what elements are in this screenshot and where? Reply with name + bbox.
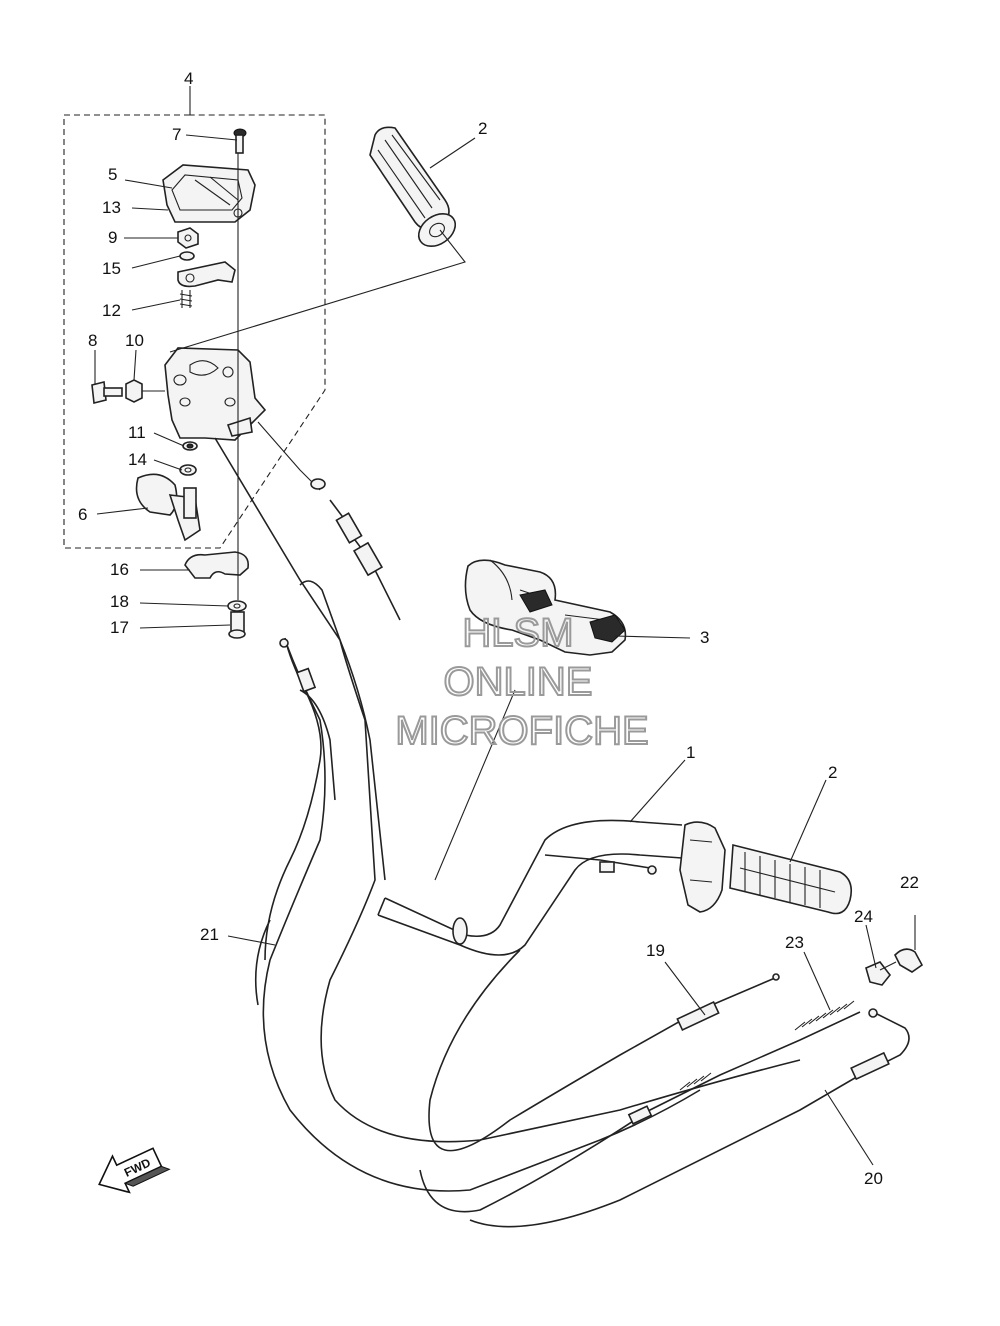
grip-left: [369, 126, 457, 248]
callout-24: 24: [854, 907, 873, 926]
cable-20: [469, 1008, 910, 1228]
callout-16: 16: [110, 560, 129, 579]
watermark-line-3: MICROFICHE: [395, 709, 648, 753]
callout-21: 21: [200, 925, 219, 944]
cable-loop-left: [254, 637, 336, 1006]
forward-arrow-icon: FWD: [98, 1147, 171, 1194]
callout-2-right: 2: [828, 763, 837, 782]
callout-8: 8: [88, 331, 97, 350]
housing-cover: [162, 164, 256, 223]
bolt-8: [91, 381, 123, 404]
grip-right: [729, 843, 853, 915]
assembly-box-4: [63, 86, 326, 549]
grip-assembly-line: [169, 229, 466, 353]
washer-14: [179, 464, 197, 476]
adjuster-24: [865, 961, 897, 986]
throttle-housing: [164, 347, 267, 441]
callout-17: 17: [110, 618, 129, 637]
callout-22: 22: [900, 873, 919, 892]
nut-9: [177, 227, 199, 249]
callout-13: 13: [102, 198, 121, 217]
callout-18: 18: [110, 592, 129, 611]
cable-19: [428, 949, 780, 1152]
watermark-line-1: HLSM: [462, 611, 573, 655]
adjuster-22: [894, 915, 924, 973]
handlebar: [377, 819, 683, 956]
callout-19: 19: [646, 941, 665, 960]
spring-12: [179, 290, 193, 308]
callout-2-top: 2: [478, 119, 487, 138]
callout-10: 10: [125, 331, 144, 350]
callout-12: 12: [102, 301, 121, 320]
callout-15: 15: [102, 259, 121, 278]
throttle-thumb-lever: [135, 473, 201, 542]
callout-23: 23: [785, 933, 804, 952]
callout-labels: 4 2 7 5 13 9 15 12 8 10 11 14 6 16 18 17…: [78, 69, 919, 1188]
callout-6: 6: [78, 505, 87, 524]
washer-18: [227, 600, 247, 612]
throttle-cable-short: [257, 421, 401, 621]
leader-lines: [94, 134, 877, 1166]
watermark: HLSM ONLINE MICROFICHE: [394, 610, 649, 754]
washer-15: [179, 251, 195, 261]
callout-9: 9: [108, 228, 117, 247]
switch-housing: [464, 559, 627, 656]
throttle-grip-housing: [679, 821, 726, 913]
throttle-cable-21: [214, 437, 801, 1192]
nut-10: [125, 379, 165, 403]
clamp-16: [184, 551, 250, 579]
callout-3: 3: [700, 628, 709, 647]
washer-11: [182, 441, 198, 451]
watermark-line-2: ONLINE: [444, 660, 593, 704]
throttle-cable-connector: [544, 854, 657, 875]
callout-11: 11: [128, 423, 146, 442]
screw-7: [233, 128, 247, 154]
callout-20: 20: [864, 1169, 883, 1188]
throttle-lever: [177, 261, 236, 288]
callout-4: 4: [184, 69, 193, 88]
callout-1: 1: [686, 743, 695, 762]
cable-23: [419, 1000, 861, 1213]
callout-7: 7: [172, 125, 181, 144]
bolt-17: [228, 611, 246, 639]
callout-5: 5: [108, 165, 117, 184]
callout-14: 14: [128, 450, 147, 469]
